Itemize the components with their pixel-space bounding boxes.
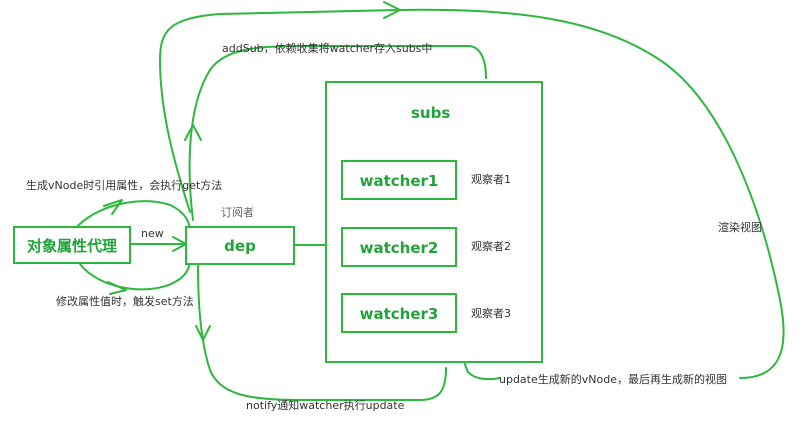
dep-box (185, 226, 295, 265)
get-arrow (103, 199, 123, 215)
observer2-label: 观察者2 (471, 239, 511, 253)
get-access-label: 生成vNode时引用属性，会执行get方法 (26, 178, 222, 192)
update-label: update生成新的vNode，最后再生成新的视图 (499, 372, 727, 386)
set-trigger-label: 修改属性值时，触发set方法 (56, 294, 194, 308)
watcher3-box (341, 293, 457, 333)
render-loop-arrow (383, 1, 401, 19)
proxy-label: 对象属性代理 (27, 237, 117, 255)
set-line (79, 257, 191, 291)
notify-label: notify通知watcher执行update (246, 398, 405, 412)
watcher1-box (341, 160, 457, 200)
get-line (73, 200, 191, 233)
addsub-line (188, 45, 487, 221)
watcher2-label: watcher2 (360, 239, 439, 257)
notify-arrow (195, 325, 211, 341)
addsub-label: addSub，依赖收集将watcher存入subs中 (222, 41, 432, 55)
render-loop-line (159, 8, 785, 379)
watcher3-label: watcher3 (360, 305, 439, 323)
observer3-label: 观察者3 (471, 306, 511, 320)
watcher2-box (341, 227, 457, 267)
subscriber-label: 订阅者 (221, 206, 254, 219)
new-label: new (141, 227, 164, 240)
render-view-label: 渲染视图 (718, 220, 762, 234)
set-arrow (107, 281, 127, 295)
subs-title: subs (411, 104, 450, 122)
observer1-label: 观察者1 (471, 172, 511, 186)
notify-line (197, 265, 447, 401)
proxy-box (13, 226, 131, 264)
addsub-arrow (184, 124, 202, 141)
watcher1-label: watcher1 (360, 172, 439, 190)
dep-label: dep (224, 237, 256, 255)
